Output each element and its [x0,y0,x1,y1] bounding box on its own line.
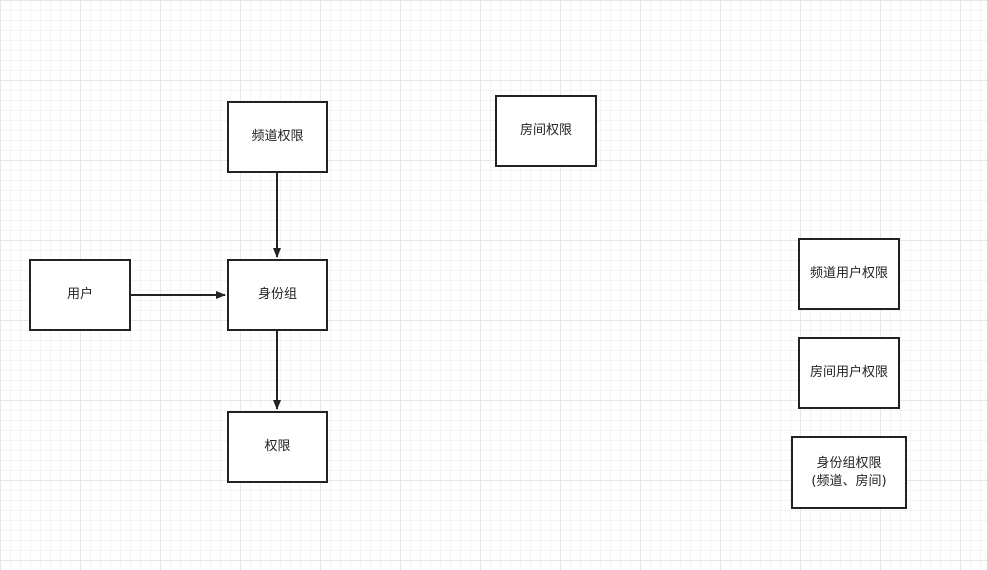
node-user-label: 用户 [66,287,93,302]
node-room-permission[interactable]: 房间权限 [495,95,597,167]
node-role-group-permission-line2: (频道、房间) [811,473,887,489]
node-room-user-permission-label: 房间用户权限 [809,365,888,380]
node-permission[interactable]: 权限 [227,411,328,483]
node-room-permission-label: 房间权限 [519,123,572,138]
node-permission-label: 权限 [264,439,291,454]
node-channel-user-permission-label: 频道用户权限 [809,266,888,281]
node-role-group[interactable]: 身份组 [227,259,328,331]
node-channel-user-permission[interactable]: 频道用户权限 [798,238,900,310]
node-channel-permission-label: 频道权限 [251,129,304,144]
node-room-user-permission[interactable]: 房间用户权限 [798,337,900,409]
node-role-group-permission-text: 身份组权限 (频道、房间) [811,455,886,491]
node-role-group-label: 身份组 [257,287,297,302]
node-channel-permission[interactable]: 频道权限 [227,101,328,173]
node-role-group-permission[interactable]: 身份组权限 (频道、房间) [791,436,907,509]
node-role-group-permission-line1: 身份组权限 [816,455,882,471]
node-user[interactable]: 用户 [29,259,131,331]
